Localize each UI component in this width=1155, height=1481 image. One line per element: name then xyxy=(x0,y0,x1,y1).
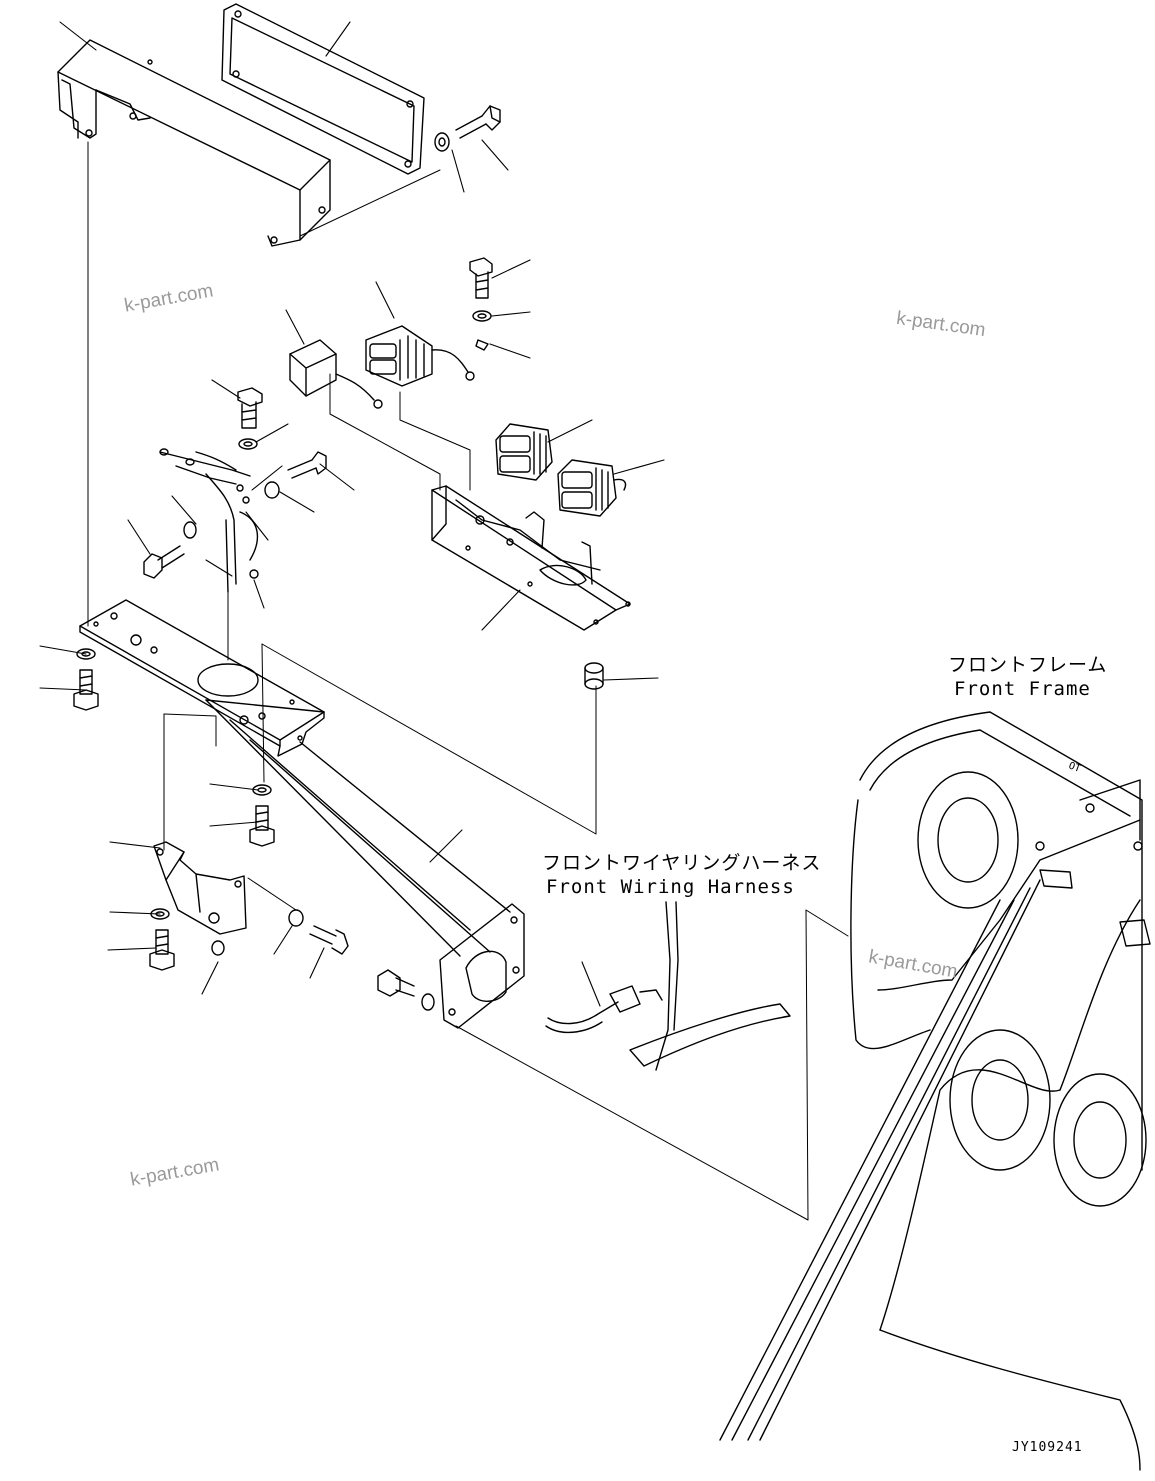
lamp-harness-part xyxy=(159,448,259,593)
mounting-plate-part xyxy=(79,599,325,757)
reference-lines xyxy=(87,141,849,1221)
bolt-plate-bottom xyxy=(249,784,275,847)
bolt-bracket-right xyxy=(211,909,349,956)
bolt-bracket-left xyxy=(149,908,175,971)
svg-text:OT: OT xyxy=(1067,760,1082,774)
bolt-washer-top xyxy=(434,105,501,152)
front-frame-label-jp: フロントフレーム xyxy=(948,654,1108,676)
leader-lines xyxy=(39,21,665,1007)
gasket-plate-part xyxy=(221,3,425,175)
lamp-bracket-part xyxy=(431,485,631,631)
work-lamp-part-3 xyxy=(557,459,627,517)
bolt-post-end xyxy=(377,969,435,1011)
relay-box-part xyxy=(289,339,383,409)
bolt-harness-left xyxy=(143,521,197,579)
support-bracket-part xyxy=(153,841,247,935)
work-lamp-part-1 xyxy=(365,325,475,387)
work-lamp-part-2 xyxy=(495,423,553,481)
bolt-harness-right xyxy=(264,451,327,499)
top-cover-part xyxy=(57,39,331,247)
bolt-washer-lamp xyxy=(469,257,493,351)
front-frame-label-en: Front Frame xyxy=(954,678,1091,700)
front-wiring-harness-label-jp: フロントワイヤリングハーネス xyxy=(542,852,822,874)
lamp-post-part xyxy=(205,699,525,1029)
front-wiring-harness-part[interactable] xyxy=(545,901,791,1071)
bolt-plate-left xyxy=(73,648,99,711)
front-frame-part: OT xyxy=(719,711,1151,1471)
front-wiring-harness-label-en: Front Wiring Harness xyxy=(546,876,795,898)
drawing-number: JY109241 xyxy=(1012,1440,1083,1455)
bolt-harness-top xyxy=(237,387,263,450)
spacer-part xyxy=(584,662,604,690)
